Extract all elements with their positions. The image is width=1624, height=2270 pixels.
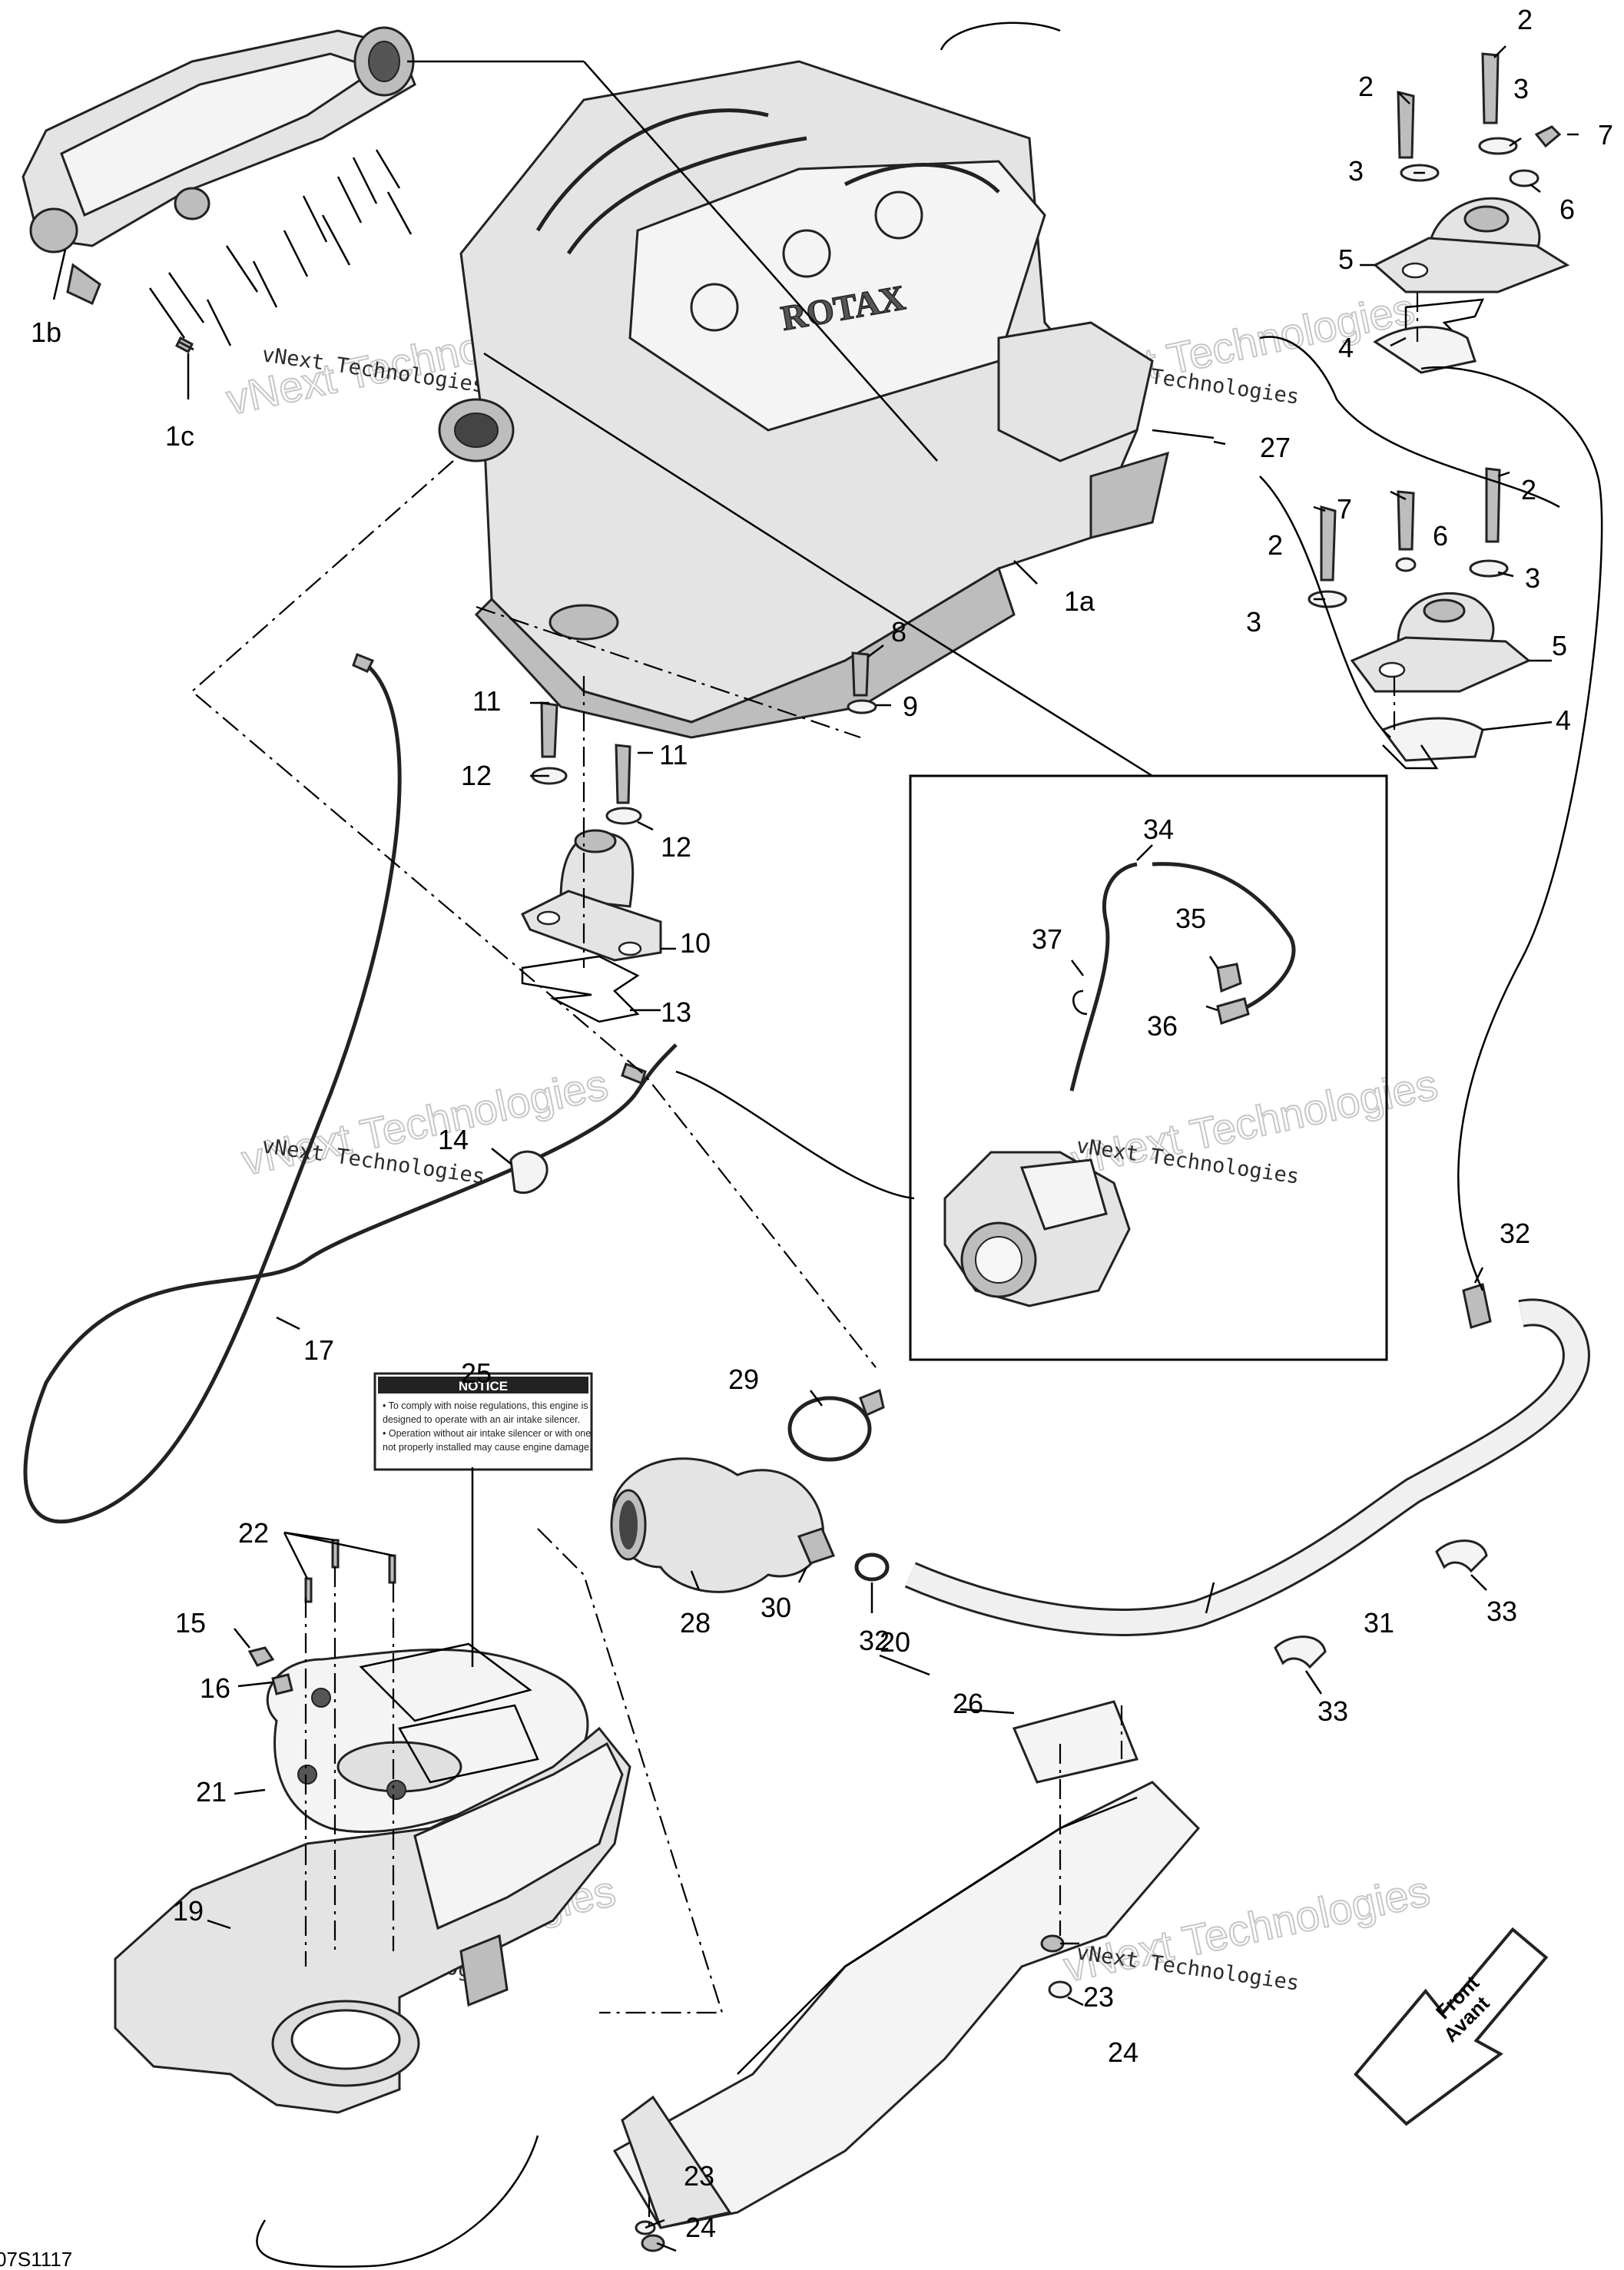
callout-12: 12 [461, 760, 492, 791]
detail-inset [909, 774, 1388, 1361]
callout-3: 3 [1348, 155, 1364, 187]
callout-leaders [52, 45, 1579, 2252]
manifold-bolts [148, 149, 413, 354]
air-intake-hose [610, 1283, 1590, 1669]
callout-10: 10 [680, 927, 711, 959]
callout-2: 2 [1268, 529, 1283, 561]
engine-support-front [520, 651, 877, 1023]
callout-32: 32 [1500, 1218, 1530, 1249]
callout-16: 16 [200, 1672, 230, 1704]
callout-7: 7 [1598, 119, 1613, 151]
callout-36: 36 [1147, 1010, 1178, 1042]
callout-4: 4 [1556, 704, 1571, 736]
callout-34: 34 [1143, 814, 1174, 845]
callout-30: 30 [761, 1592, 791, 1623]
callout-23: 23 [684, 2160, 714, 2192]
callout-3: 3 [1525, 562, 1540, 594]
callout-24: 24 [685, 2212, 716, 2243]
notice-line: not properly installed may cause engine … [383, 1442, 592, 1453]
notice-line: • Operation without air intake silencer … [383, 1428, 591, 1439]
callout-22: 22 [238, 1517, 269, 1549]
callout-1b: 1b [31, 316, 61, 348]
callout-25: 25 [461, 1357, 492, 1389]
callout-5: 5 [1552, 630, 1567, 661]
callout-23: 23 [1083, 1981, 1114, 2013]
callouts: 1b 1c 1a 2 2 3 3 7 6 5 4 27 7 2 2 6 3 3 … [31, 4, 1613, 2243]
notice-label: NOTICE • To comply with noise regulation… [373, 1372, 593, 1471]
callout-29: 29 [728, 1364, 759, 1395]
silencer-tray [612, 1700, 1201, 2229]
callout-27: 27 [1260, 432, 1291, 463]
leader-lines [191, 22, 1603, 2268]
engine-assembly: ROTAX [438, 60, 1170, 739]
callout-11: 11 [472, 685, 501, 717]
engine-support-lower [1307, 467, 1531, 770]
callout-37: 37 [1032, 923, 1062, 955]
silencer-cover [247, 1539, 589, 1834]
callout-15: 15 [175, 1607, 206, 1639]
intake-manifold [22, 26, 416, 306]
front-direction-arrow: Front Avant [1354, 1927, 1549, 2126]
callout-28: 28 [680, 1607, 711, 1639]
callout-6: 6 [1433, 520, 1448, 552]
callout-17: 17 [303, 1334, 334, 1366]
callout-24: 24 [1108, 2036, 1138, 2068]
callout-33: 33 [1486, 1596, 1517, 1627]
callout-1a: 1a [1064, 585, 1095, 617]
callout-2: 2 [1517, 4, 1533, 35]
callout-13: 13 [661, 996, 691, 1028]
callout-11: 11 [659, 739, 688, 770]
callout-2: 2 [1521, 474, 1536, 505]
callout-9: 9 [903, 691, 918, 722]
callout-5: 5 [1338, 244, 1354, 275]
callout-26: 26 [953, 1688, 983, 1719]
callout-8: 8 [891, 616, 906, 648]
callout-32: 32 [859, 1625, 890, 1656]
callout-14: 14 [438, 1124, 469, 1155]
callout-4: 4 [1338, 332, 1354, 363]
callout-12: 12 [661, 831, 691, 863]
callout-1c: 1c [165, 420, 194, 452]
callout-7: 7 [1337, 493, 1352, 525]
notice-title: NOTICE [459, 1379, 508, 1393]
callout-33: 33 [1317, 1695, 1348, 1727]
callout-3: 3 [1246, 606, 1261, 638]
callout-21: 21 [196, 1776, 227, 1808]
callout-6: 6 [1559, 194, 1575, 225]
notice-line: • To comply with noise regulations, this… [383, 1400, 588, 1411]
callout-2: 2 [1358, 71, 1374, 102]
callout-3: 3 [1513, 73, 1529, 104]
silencer-body [114, 1726, 631, 2114]
callout-35: 35 [1175, 903, 1206, 934]
notice-line: designed to operate with an air intake s… [383, 1414, 580, 1425]
throttle-cable [23, 653, 678, 1524]
callout-20: 20 [880, 1626, 910, 1658]
drawing-code: 07S1117 [0, 2248, 72, 2270]
callout-19: 19 [173, 1895, 204, 1927]
callout-31: 31 [1364, 1607, 1394, 1639]
engine-support-upper [1373, 52, 1570, 374]
